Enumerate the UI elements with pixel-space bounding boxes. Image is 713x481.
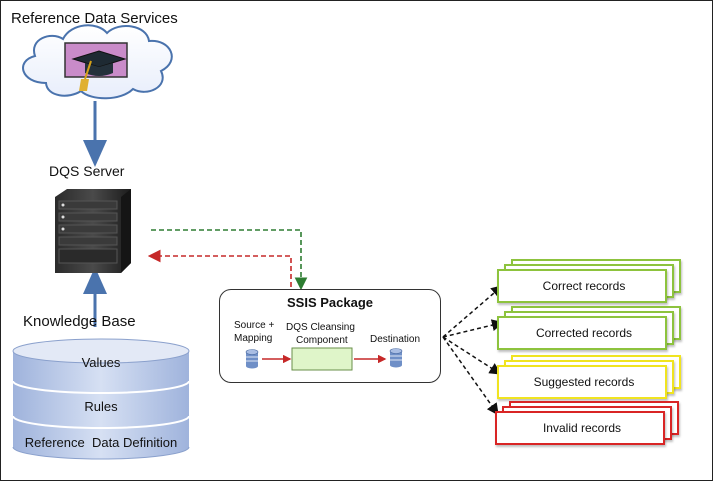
record-stack-correct: Correct records [497, 259, 697, 307]
source-mapping-label-1: Source + [234, 320, 275, 331]
reference-data-services-label: Reference Data Services [11, 10, 178, 27]
record-card-front: Corrected records [497, 316, 667, 350]
record-card-front: Suggested records [497, 365, 667, 399]
dqs-server-label: DQS Server [49, 163, 125, 179]
ssis-package-box: SSIS Package Source + Mapping DQS Cleans… [219, 289, 441, 383]
knowledge-base-title: Knowledge Base [23, 313, 136, 330]
record-card-front: Correct records [497, 269, 667, 303]
source-database-icon [245, 349, 259, 369]
invalid-records-label: Invalid records [542, 421, 622, 435]
ssis-package-title: SSIS Package [287, 295, 373, 310]
ssis-to-server-connector [147, 249, 292, 287]
dqs-cleansing-label-2: Component [296, 335, 348, 346]
record-stack-corrected: Corrected records [497, 306, 697, 354]
destination-label: Destination [370, 334, 421, 345]
correct-records-label: Correct records [542, 279, 626, 293]
suggested-records-label: Suggested records [533, 375, 635, 389]
server-to-ssis-connector [151, 229, 308, 291]
destination-database-icon [389, 348, 403, 368]
kb-layer-reference-data-definition: Reference Data Definition [24, 435, 178, 450]
to-suggested-arrow [442, 336, 502, 375]
record-card-front: Invalid records [495, 411, 665, 445]
dqs-cleansing-component-box [291, 347, 353, 371]
knowledge-base-cylinder [12, 338, 190, 460]
server-icon [55, 189, 131, 273]
record-stack-suggested: Suggested records [497, 355, 697, 403]
kb-layer-rules: Rules [84, 399, 118, 414]
corrected-records-label: Corrected records [535, 326, 633, 340]
dqs-cleansing-label-1: DQS Cleansing [286, 322, 355, 333]
to-corrected-arrow [442, 319, 504, 338]
to-invalid-arrow [442, 336, 499, 416]
record-stack-invalid: Invalid records [495, 401, 695, 449]
kb-layer-values: Values [81, 355, 121, 370]
graduation-cap-icon [64, 42, 128, 91]
ssis-flow [245, 347, 403, 371]
source-mapping-label-2: Mapping [234, 333, 273, 344]
to-correct-arrow [442, 285, 504, 338]
